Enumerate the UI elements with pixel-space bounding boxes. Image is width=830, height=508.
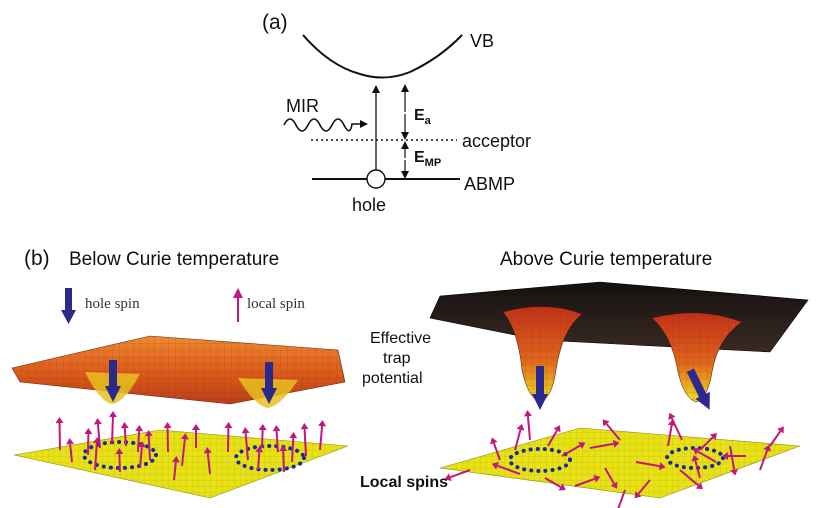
local-spin-arrow bbox=[255, 446, 264, 471]
local-spin-arrow bbox=[137, 441, 146, 469]
local-spin-arrow bbox=[92, 437, 101, 471]
left-local-spins bbox=[55, 411, 327, 481]
local-spin-arrow bbox=[729, 445, 739, 476]
right-local-spin-plane bbox=[439, 410, 801, 508]
right-potential-surface bbox=[429, 281, 809, 403]
local-spin-arrow bbox=[722, 452, 746, 460]
local-spin-arrow bbox=[574, 475, 601, 487]
right-spin-cluster-2 bbox=[665, 446, 725, 470]
right-spin-cluster-1 bbox=[508, 447, 572, 473]
ea-label: Ea bbox=[414, 107, 432, 127]
local-spin-arrow bbox=[634, 479, 651, 499]
right-hole-spin-1 bbox=[532, 366, 548, 410]
local-spin-arrow bbox=[144, 430, 153, 461]
local-spin-arrow bbox=[691, 454, 701, 479]
local-spin-arrow bbox=[692, 448, 717, 463]
left-potential-surface bbox=[11, 335, 346, 408]
local-spin-arrow bbox=[699, 433, 717, 451]
panel-b-right: Above Curie temperature Effective trap p… bbox=[360, 249, 809, 508]
right-title: Above Curie temperature bbox=[500, 249, 712, 270]
local-spin-arrow bbox=[604, 467, 618, 489]
trap-label-line1: Effective bbox=[370, 330, 431, 347]
local-spin-arrow bbox=[444, 469, 471, 481]
abmp-label: ABMP bbox=[464, 174, 515, 194]
local-spin-arrow bbox=[120, 422, 129, 447]
left-local-spin-plane bbox=[13, 411, 349, 499]
local-spin-arrow bbox=[547, 425, 561, 447]
vb-label: VB bbox=[470, 31, 494, 51]
local-spin-arrow bbox=[171, 456, 180, 481]
valence-band-curve bbox=[302, 34, 463, 79]
legend-hole-spin: hole spin bbox=[61, 288, 140, 324]
local-spin-arrow bbox=[272, 425, 281, 453]
acceptor-label: acceptor bbox=[462, 131, 531, 151]
legend-hole-spin-label: hole spin bbox=[85, 296, 140, 312]
local-spin-arrow bbox=[318, 420, 327, 451]
left-spin-cluster-2 bbox=[234, 444, 306, 472]
trap-label-line3: potential bbox=[362, 370, 423, 387]
local-spin-arrow bbox=[135, 425, 144, 453]
hole-label: hole bbox=[352, 195, 386, 215]
local-spin-arrow bbox=[180, 433, 189, 467]
panel-b-left: (b) Below Curie temperature hole spin lo… bbox=[11, 247, 349, 499]
left-title: Below Curie temperature bbox=[69, 249, 279, 270]
local-spin-arrow bbox=[617, 489, 626, 508]
local-spin-arrow bbox=[289, 432, 298, 463]
local-spin-arrow bbox=[679, 469, 703, 490]
left-hole-spin-1 bbox=[105, 360, 121, 402]
local-spin-arrow bbox=[108, 411, 117, 445]
right-hole-spin-2 bbox=[686, 368, 710, 410]
local-spin-arrow bbox=[93, 418, 102, 449]
local-spin-arrow bbox=[224, 422, 233, 453]
local-spin-arrow bbox=[759, 444, 771, 471]
local-spin-arrow bbox=[602, 419, 621, 441]
local-spin-arrow bbox=[84, 428, 93, 456]
local-spin-arrow bbox=[491, 462, 521, 475]
local-spins-label: Local spins bbox=[360, 474, 448, 491]
trap-label-line2: trap bbox=[383, 350, 411, 367]
local-spin-arrow bbox=[514, 423, 525, 451]
local-spin-arrow bbox=[589, 439, 620, 449]
local-spin-arrow bbox=[635, 461, 666, 471]
local-spin-arrow bbox=[115, 448, 124, 473]
hole-spin-icon bbox=[65, 288, 72, 312]
local-spin-arrow bbox=[523, 410, 532, 441]
local-spin-arrow bbox=[66, 438, 75, 463]
local-spin-arrow bbox=[241, 427, 250, 461]
local-spin-arrow bbox=[668, 412, 683, 441]
left-hole-spin-2 bbox=[261, 362, 277, 404]
local-spin-arrow bbox=[279, 445, 288, 473]
local-spin-arrow bbox=[55, 417, 64, 451]
local-spin-arrow bbox=[544, 477, 566, 491]
legend-local-spin-label: local spin bbox=[247, 296, 305, 312]
local-spin-arrow bbox=[769, 426, 784, 447]
emp-label: EMP bbox=[414, 149, 441, 169]
legend-local-spin: local spin bbox=[233, 288, 305, 322]
local-spin-arrow bbox=[490, 437, 501, 461]
local-spin-arrow bbox=[192, 424, 200, 448]
local-spin-arrow bbox=[300, 423, 309, 457]
local-spin-arrow bbox=[561, 442, 586, 457]
panel-b-label: (b) bbox=[24, 247, 50, 270]
local-spin-arrow bbox=[258, 424, 267, 449]
hole-circle bbox=[366, 169, 386, 189]
right-local-spins bbox=[444, 410, 784, 508]
local-spin-arrow bbox=[203, 447, 212, 475]
panel-a-energy-diagram: (a) VB ABMP acceptor hole Ea EMP MIR bbox=[262, 11, 531, 215]
mir-label: MIR bbox=[286, 96, 319, 116]
mir-wave-arrow bbox=[283, 118, 368, 132]
local-spin-arrow bbox=[163, 422, 172, 453]
panel-a-label: (a) bbox=[262, 11, 288, 34]
